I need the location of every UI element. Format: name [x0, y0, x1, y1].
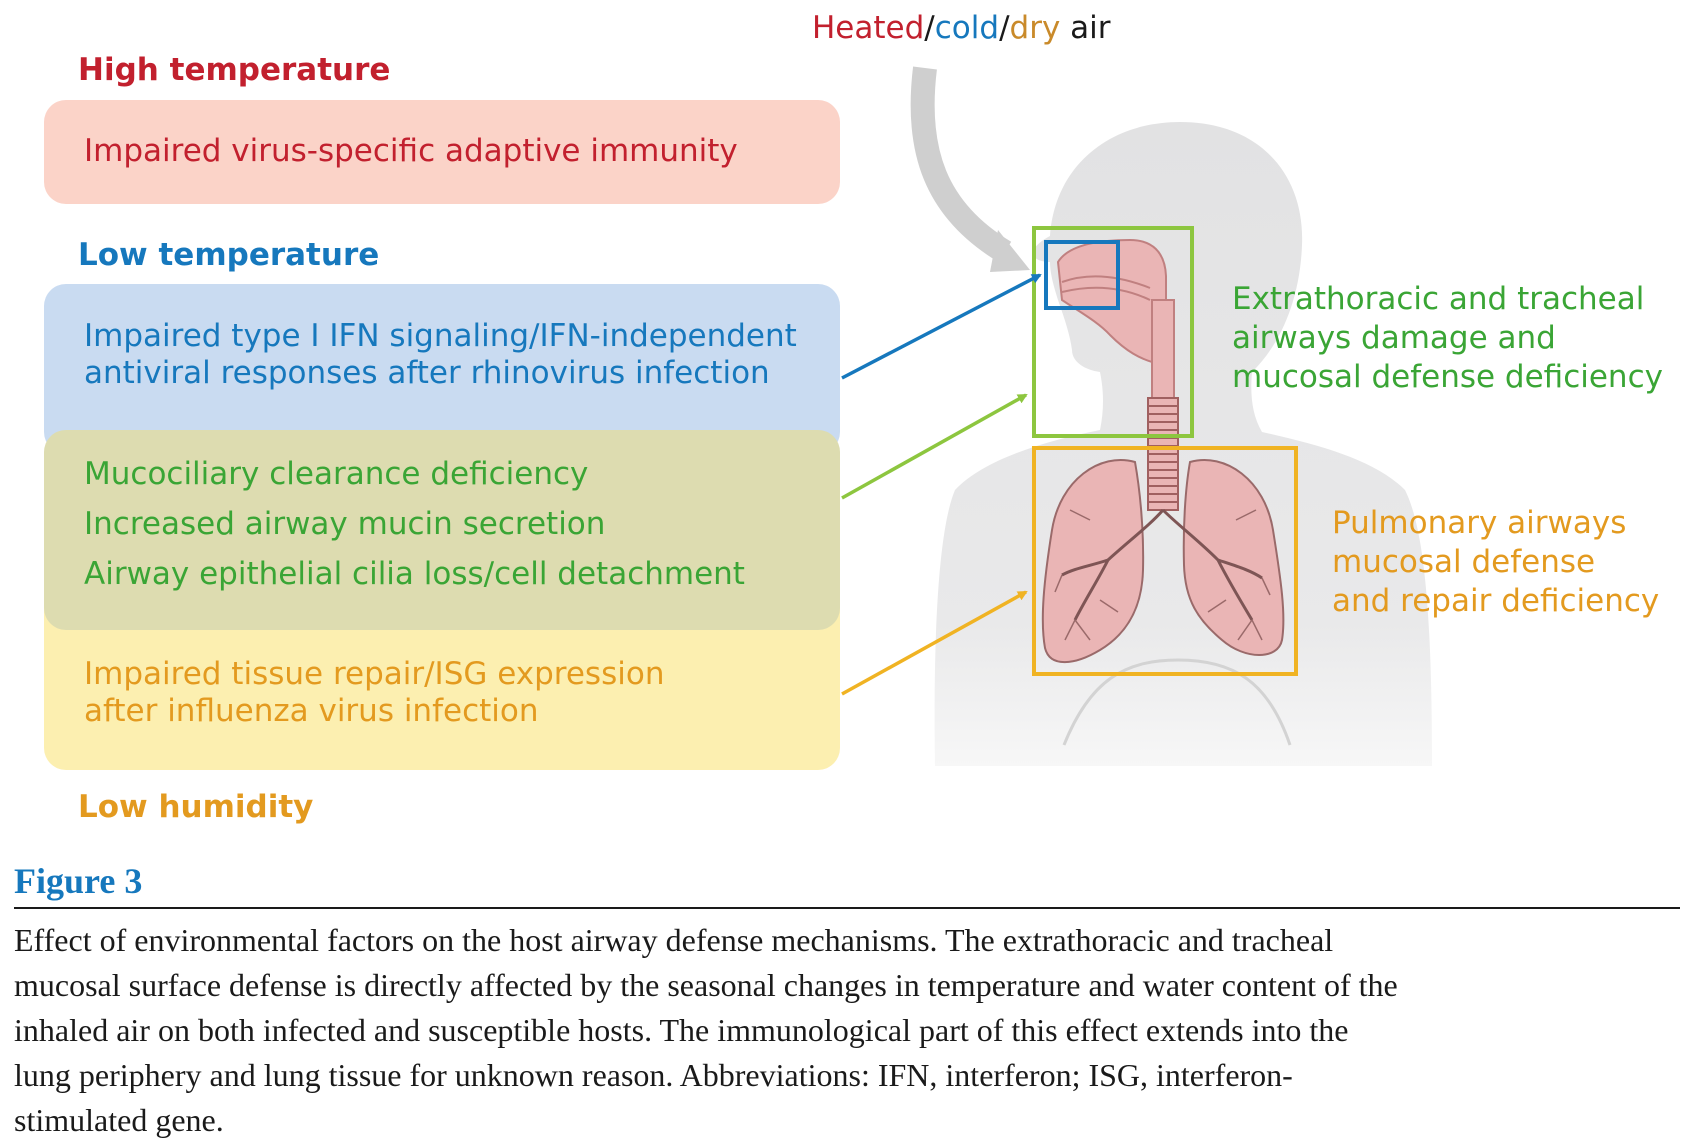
- air-label-cold: cold: [934, 10, 1000, 46]
- high-temperature-box: [44, 100, 840, 204]
- arrow-low-temperature: [841, 273, 1042, 380]
- low-humidity-heading: Low humidity: [78, 789, 314, 825]
- low-humidity-line: Impaired tissue repair/ISG expression: [84, 656, 665, 692]
- caption-line: mucosal surface defense is directly affe…: [14, 967, 1398, 1003]
- air-label-sep: /: [999, 10, 1010, 46]
- diaphragm-line: [1062, 658, 1292, 746]
- pulmonary-line: Pulmonary airways: [1332, 505, 1627, 541]
- high-temperature-item: Impaired virus-specific adaptive immunit…: [84, 133, 738, 169]
- air-label-sep: /: [924, 10, 935, 46]
- trachea: [1151, 299, 1175, 401]
- pulmonary-line: mucosal defense: [1332, 544, 1596, 580]
- pulmonary-line: and repair deficiency: [1332, 583, 1660, 619]
- arrow-low-humidity: [841, 590, 1028, 696]
- overlap-box: [44, 430, 840, 630]
- air-label-heated: Heated: [812, 10, 925, 46]
- extrathoracic-line: airways damage and: [1232, 320, 1556, 356]
- low-humidity-text: Impaired tissue repair/ISG expression af…: [84, 656, 664, 730]
- arrow-both-factors: [841, 393, 1028, 500]
- pulmonary-frame: [1032, 446, 1298, 676]
- trachea-rings: [1147, 397, 1179, 511]
- body-silhouette: [934, 122, 1432, 766]
- air-label: Heated/cold/dry air: [812, 10, 1111, 46]
- figure-title: Figure 3: [14, 861, 143, 901]
- caption-line: lung periphery and lung tissue for unkno…: [14, 1057, 1293, 1093]
- inhaled-air-arrow: [910, 66, 1012, 263]
- figure-caption: Effect of environmental factors on the h…: [14, 918, 1684, 1143]
- caption-line: Effect of environmental factors on the h…: [14, 922, 1334, 958]
- low-temperature-line: antiviral responses after rhinovirus inf…: [84, 355, 770, 391]
- extrathoracic-frame: [1032, 226, 1194, 438]
- low-temperature-line: Impaired type I IFN signaling/IFN-indepe…: [84, 318, 797, 354]
- extrathoracic-line: mucosal defense deficiency: [1232, 359, 1663, 395]
- nasal-frame: [1044, 240, 1120, 310]
- both-factors-item: Airway epithelial cilia loss/cell detach…: [84, 556, 745, 592]
- both-factors-item: Increased airway mucin secretion: [84, 506, 606, 542]
- caption-line: inhaled air on both infected and suscept…: [14, 1012, 1349, 1048]
- air-label-dry: dry: [1009, 10, 1061, 46]
- air-label-air: air: [1060, 10, 1111, 46]
- low-temperature-box: [44, 284, 840, 454]
- caption-line: stimulated gene.: [14, 1102, 224, 1138]
- right-lung: [1182, 459, 1285, 656]
- both-factors-item: Mucociliary clearance deficiency: [84, 456, 589, 492]
- low-humidity-line: after influenza virus infection: [84, 693, 539, 729]
- inhaled-air-arrowhead: [990, 230, 1030, 272]
- extrathoracic-line: Extrathoracic and tracheal: [1232, 281, 1645, 317]
- pulmonary-label: Pulmonary airways mucosal defense and re…: [1332, 504, 1659, 621]
- both-factors-text: Mucociliary clearance deficiency Increas…: [84, 456, 745, 606]
- bronchioles: [1054, 509, 1271, 641]
- low-temperature-heading: Low temperature: [78, 237, 380, 273]
- extrathoracic-label: Extrathoracic and tracheal airways damag…: [1232, 280, 1663, 397]
- bronchi: [1061, 508, 1263, 621]
- high-temperature-heading: High temperature: [78, 52, 391, 88]
- low-temperature-text: Impaired type I IFN signaling/IFN-indepe…: [84, 318, 797, 392]
